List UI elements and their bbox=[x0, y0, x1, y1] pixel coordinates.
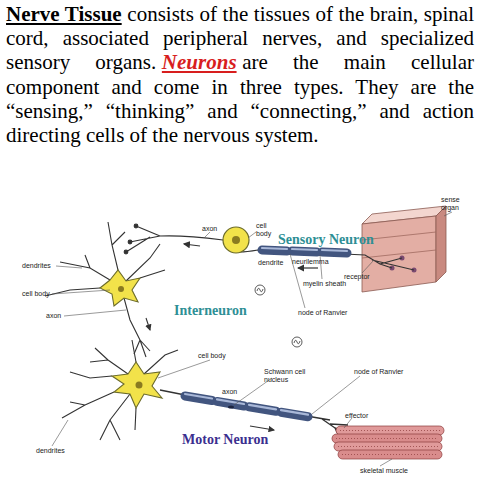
impulse-arrow bbox=[184, 244, 200, 246]
part-label: Schwann cell nucleus bbox=[264, 368, 306, 383]
leader-line bbox=[344, 418, 352, 428]
motor-neuron bbox=[52, 340, 360, 446]
nucleus bbox=[118, 286, 124, 292]
leader-line bbox=[52, 290, 110, 294]
skeletal-muscle bbox=[332, 426, 444, 466]
text-paragraph: Nerve Tissueconsists of the tissues of t… bbox=[6, 2, 474, 147]
part-label: myelin sheath bbox=[303, 280, 346, 288]
cell-body bbox=[100, 270, 140, 306]
leader-line bbox=[52, 420, 68, 446]
schwann-nucleus bbox=[228, 405, 234, 408]
part-label: axon bbox=[222, 388, 237, 396]
striation bbox=[336, 431, 440, 455]
terminal-knob bbox=[124, 250, 128, 254]
part-label: dendrite bbox=[258, 259, 283, 267]
leader-line bbox=[248, 232, 256, 238]
impulse-symbol bbox=[255, 285, 302, 347]
part-label: cell body bbox=[256, 222, 276, 237]
part-label: effector bbox=[345, 412, 368, 420]
leader-line bbox=[204, 232, 210, 238]
neuron-title: Interneuron bbox=[174, 303, 247, 318]
skin-block bbox=[362, 206, 446, 292]
impulse-wave bbox=[257, 288, 263, 292]
impulse-arrow bbox=[146, 318, 150, 330]
leader-line bbox=[380, 459, 392, 466]
nucleus bbox=[136, 382, 143, 389]
myelin-segment bbox=[185, 396, 308, 417]
impulse-wave bbox=[294, 340, 300, 344]
axon-line bbox=[160, 390, 348, 438]
key-term: Neurons bbox=[162, 50, 237, 74]
neuron-title: Sensory Neuron bbox=[278, 232, 374, 247]
leader-line bbox=[444, 212, 452, 216]
impulse-circle bbox=[292, 337, 302, 347]
part-label: neurilemma bbox=[292, 258, 329, 266]
myelin-highlight bbox=[262, 248, 347, 251]
part-label: sense organ bbox=[441, 196, 465, 211]
leader-line bbox=[64, 310, 126, 316]
part-label: dendrites bbox=[36, 447, 65, 455]
part-label: node of Ranvier bbox=[298, 309, 347, 317]
terminal-knob bbox=[128, 240, 132, 244]
leader-line bbox=[312, 376, 360, 414]
cell-body bbox=[112, 362, 162, 408]
part-label: axon bbox=[202, 225, 217, 233]
axon-line bbox=[160, 236, 223, 240]
part-label: skeletal muscle bbox=[360, 467, 408, 475]
leader-line bbox=[158, 360, 210, 378]
part-label: axon bbox=[46, 312, 61, 320]
part-label: dendrites bbox=[22, 262, 51, 270]
part-label: cell body bbox=[22, 290, 50, 298]
part-label: cell body bbox=[198, 352, 226, 360]
axon-terminal bbox=[126, 226, 160, 252]
terminal-knob bbox=[134, 224, 138, 228]
cell-body bbox=[223, 227, 249, 253]
nucleus bbox=[232, 236, 240, 244]
interneuron bbox=[45, 222, 165, 357]
heading: Nerve Tissue bbox=[6, 2, 122, 26]
part-label: node of Ranvier bbox=[354, 368, 403, 376]
leader-line bbox=[362, 260, 374, 273]
skin-front bbox=[362, 216, 436, 292]
myelin-highlight bbox=[185, 394, 308, 415]
leader-line bbox=[56, 266, 82, 268]
dendrite-line bbox=[240, 250, 414, 270]
impulse-circle bbox=[255, 285, 265, 295]
neuron-title: Motor Neuron bbox=[182, 432, 268, 447]
impulse-arrow bbox=[250, 426, 274, 430]
impulse-arrow bbox=[298, 267, 318, 268]
leader-lines bbox=[204, 212, 452, 428]
axon-line bbox=[124, 298, 150, 357]
part-label: receptor bbox=[344, 273, 370, 281]
skin-side bbox=[436, 206, 446, 282]
